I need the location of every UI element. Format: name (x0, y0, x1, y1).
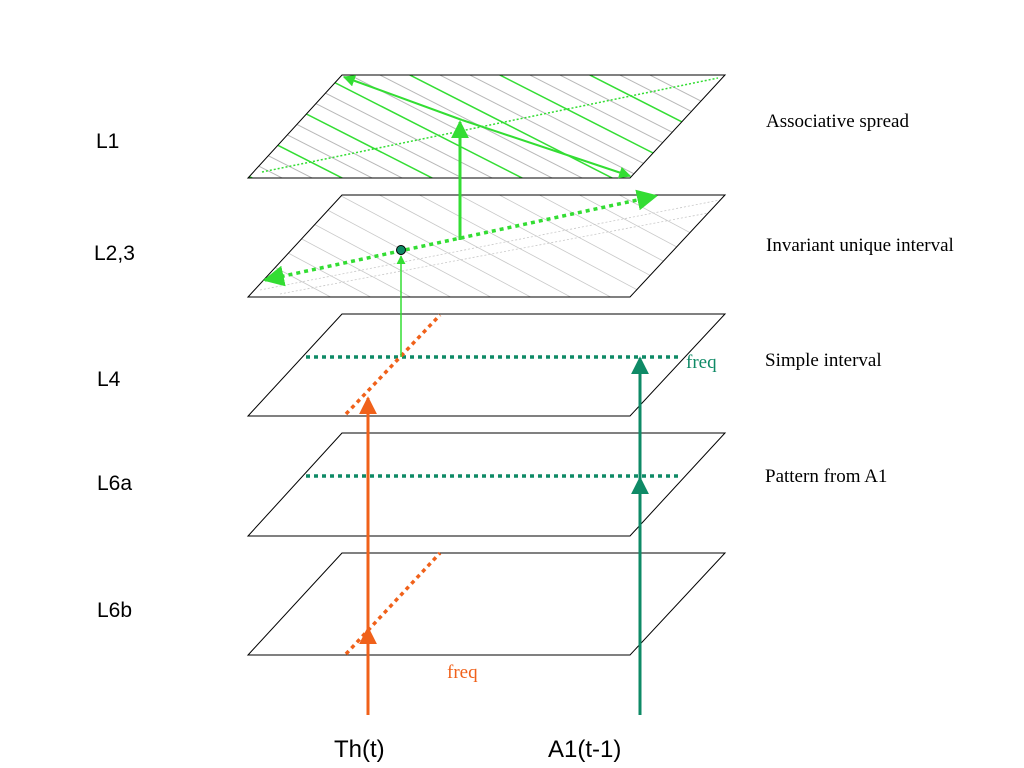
label-l6a: L6a (97, 472, 132, 495)
interval-node (396, 245, 406, 255)
freq-label-teal: freq (686, 352, 717, 373)
l1-hatching (248, 75, 725, 178)
label-l4: L4 (97, 368, 121, 391)
label-l6b: L6b (97, 599, 132, 622)
label-thalamus-input: Th(t) (334, 736, 385, 763)
plane-l1 (246, 74, 727, 179)
desc-l23: Invariant unique interval (766, 235, 954, 256)
desc-l1: Associative spread (766, 111, 909, 132)
label-l23: L2,3 (94, 242, 135, 265)
l23-hatching (248, 195, 725, 297)
spread-arrow-right (461, 119, 632, 179)
invariant-interval-arrow (262, 189, 659, 287)
spread-arrow-left (342, 75, 463, 121)
plane-l6b (246, 551, 727, 656)
l4-orange-dotted (344, 313, 442, 416)
plane-l6a (246, 432, 727, 537)
label-l1: L1 (96, 130, 119, 153)
l6b-orange-dotted (344, 551, 442, 656)
l1-dotted-line (261, 77, 719, 173)
freq-label-orange: freq (447, 662, 478, 683)
plane-l4 (246, 313, 727, 417)
plane-l23 (246, 189, 727, 298)
label-a1-input: A1(t-1) (548, 736, 621, 763)
desc-l4: Simple interval (765, 350, 882, 371)
desc-l6a: Pattern from A1 (765, 466, 887, 487)
